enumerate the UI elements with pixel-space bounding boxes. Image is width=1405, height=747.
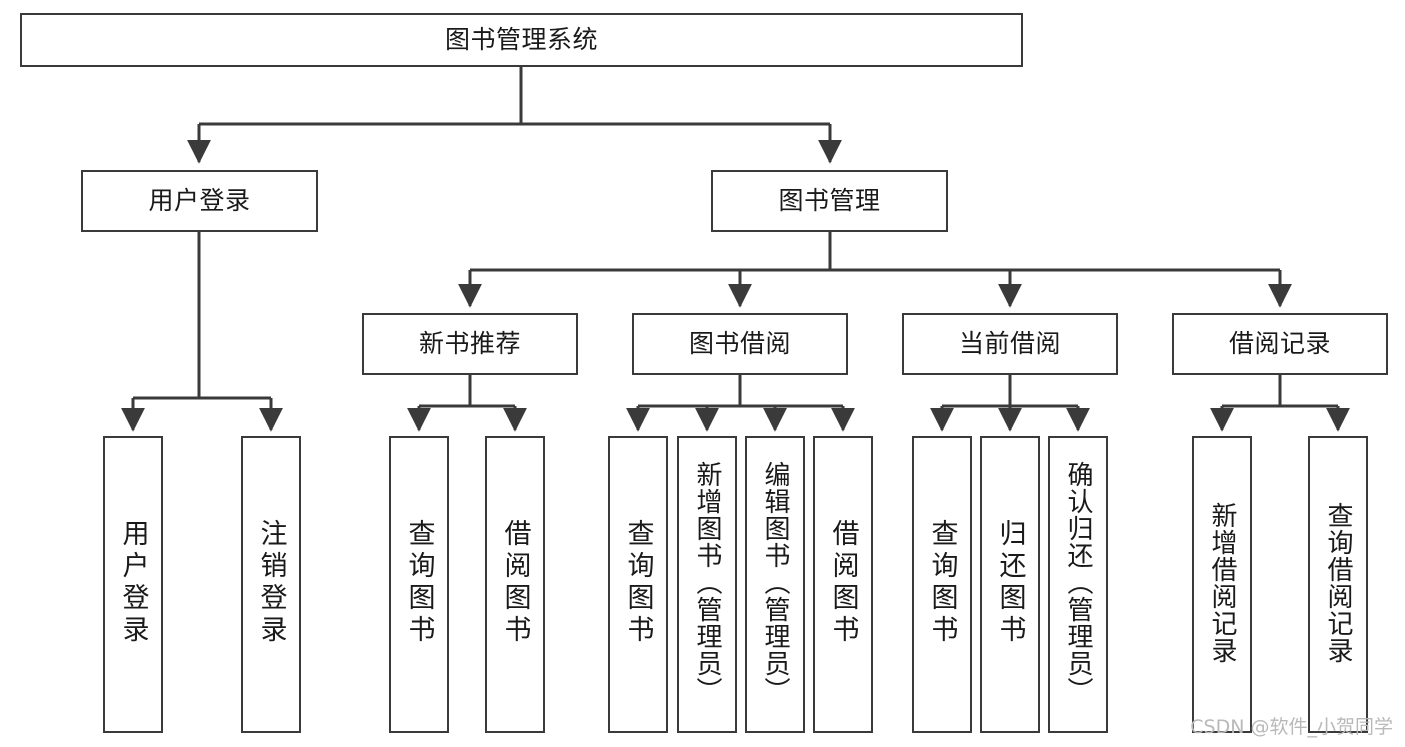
node-label: 图书管理 — [778, 185, 881, 215]
node-label: 确认归还（管理员） — [1063, 461, 1093, 704]
node-user-login[interactable]: 用户登录 — [81, 170, 318, 232]
node-label: 当前借阅 — [958, 328, 1061, 358]
node-label: 新增借阅记录 — [1207, 501, 1237, 664]
leaf-borrow-record-query-record[interactable]: 查询借阅记录 — [1308, 436, 1368, 733]
leaf-user-login-logout[interactable]: 注销登录 — [241, 436, 301, 733]
node-label: 查询借阅记录 — [1323, 501, 1353, 664]
node-label: 用户登录 — [117, 518, 149, 647]
node-borrow-record[interactable]: 借阅记录 — [1172, 313, 1388, 375]
leaf-book-borrow-edit-book-admin[interactable]: 编辑图书（管理员） — [745, 436, 805, 733]
node-label: 查询图书 — [926, 518, 958, 647]
node-label: 图书借阅 — [688, 328, 791, 358]
leaf-current-borrow-query-books[interactable]: 查询图书 — [912, 436, 972, 733]
node-new-book-recommendation[interactable]: 新书推荐 — [362, 313, 578, 375]
node-book-management[interactable]: 图书管理 — [711, 170, 948, 232]
leaf-book-borrow-add-book-admin[interactable]: 新增图书（管理员） — [677, 436, 737, 733]
csdn-watermark: CSDN @软件_小贺同学 — [1190, 716, 1393, 738]
node-label: 新增图书（管理员） — [692, 461, 722, 704]
node-label: 图书管理系统 — [444, 24, 598, 54]
leaf-user-login-login[interactable]: 用户登录 — [103, 436, 163, 733]
node-label: 查询图书 — [622, 518, 654, 647]
node-label: 借阅图书 — [499, 518, 531, 647]
node-book-borrow[interactable]: 图书借阅 — [632, 313, 848, 375]
node-root-book-management-system[interactable]: 图书管理系统 — [20, 13, 1023, 67]
leaf-new-book-query-books[interactable]: 查询图书 — [389, 436, 449, 733]
leaf-borrow-record-add-record[interactable]: 新增借阅记录 — [1192, 436, 1252, 733]
leaf-new-book-borrow-books[interactable]: 借阅图书 — [485, 436, 545, 733]
node-label: 编辑图书（管理员） — [760, 461, 790, 704]
node-label: 注销登录 — [255, 518, 287, 647]
node-label: 借阅图书 — [827, 518, 859, 647]
leaf-book-borrow-borrow-books[interactable]: 借阅图书 — [813, 436, 873, 733]
node-label: 查询图书 — [403, 518, 435, 647]
node-current-borrow[interactable]: 当前借阅 — [902, 313, 1118, 375]
node-label: 归还图书 — [994, 518, 1026, 647]
node-label: 用户登录 — [148, 185, 251, 215]
node-label: 新书推荐 — [418, 328, 521, 358]
leaf-current-borrow-confirm-return-admin[interactable]: 确认归还（管理员） — [1048, 436, 1108, 733]
node-label: 借阅记录 — [1228, 328, 1331, 358]
leaf-book-borrow-query-books[interactable]: 查询图书 — [608, 436, 668, 733]
leaf-current-borrow-return-books[interactable]: 归还图书 — [980, 436, 1040, 733]
